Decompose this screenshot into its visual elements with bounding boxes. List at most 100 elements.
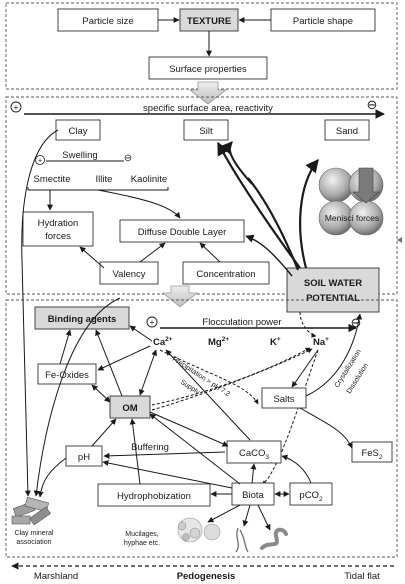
fe-oxides-label: Fe-Oxides (45, 370, 89, 381)
smectite-label: Smectite (34, 174, 71, 185)
clay-mineral-association-line2: association (16, 539, 51, 546)
soil-water-potential-line2: POTENTIAL (306, 293, 360, 304)
calcium-ion: Ca2+ (153, 336, 173, 348)
magnesium-ion: Mg2+ (208, 336, 229, 348)
arrow-caco3-to-ph (103, 451, 226, 459)
caco3-box (226, 440, 282, 464)
arrow-ca-to-fe (97, 345, 151, 371)
soil-water-potential-box (286, 267, 380, 313)
illite-label: Illite (96, 174, 113, 185)
fes2-box (351, 441, 393, 463)
arrow-ca-to-binding (129, 325, 153, 342)
arrow-caco3-to-ca (165, 349, 251, 441)
arrow-biota-to-om (149, 413, 241, 485)
om-box (109, 395, 151, 419)
tidal-flat-label: Tidal flat (344, 571, 380, 582)
buffering-label: Buffering (131, 442, 169, 453)
arrow-biota-to-ph (102, 460, 233, 489)
arrow-om-to-fe (91, 384, 111, 403)
arrow-swp-to-silt (217, 141, 301, 269)
om-label: OM (122, 403, 137, 414)
arrow-swp-to-ddl (245, 234, 293, 277)
ph-label: pH (78, 452, 90, 463)
pedogenesis-label: Pedogenesis (177, 571, 236, 582)
surface-properties-label: Surface properties (169, 64, 247, 75)
hydrophobization-box (97, 483, 211, 507)
arrow-ca-to-om (138, 349, 158, 396)
diffuse-double-layer-box (119, 219, 245, 243)
reactivity-axis-label: specific surface area, reactivity (143, 103, 273, 114)
particle-size-label: Particle size (82, 16, 133, 27)
arrow-swp-to-fork (247, 177, 300, 271)
menisci-illustration (318, 167, 384, 236)
diffuse-double-layer-label: Diffuse Double Layer (138, 227, 227, 238)
mucilages-illustration (177, 517, 221, 543)
flocculation-label: Flocculation power (202, 317, 281, 328)
particle-shape-label: Particle shape (293, 16, 353, 27)
arrow-swp-to-sand (299, 158, 319, 269)
flocculation-minus-sign: ⊖ (351, 315, 362, 330)
salts-box (261, 387, 307, 409)
fe-oxides-box (37, 363, 97, 385)
swelling-plus-sign (35, 155, 45, 165)
arrow-biota-to-mucilages (207, 504, 241, 523)
fes2-label: FeS2 (361, 448, 382, 461)
transition-arrow-1 (188, 81, 228, 105)
mucilages-line2: hyphae etc. (124, 540, 160, 547)
arrow-fork-to-clay (220, 141, 253, 185)
soil-water-potential-line1: SOIL WATER (304, 278, 362, 289)
surface-properties-box (148, 56, 268, 80)
hydrophobization-label: Hydrophobization (117, 491, 191, 502)
binding-section (5, 299, 398, 558)
dashed-swp-to-na-arrow (299, 311, 317, 338)
dashed-precipitation-arrow (159, 349, 259, 405)
surface-minus-sign: ⊖ (367, 97, 378, 112)
surface-plus-sign (10, 101, 22, 113)
arrow-om-to-binding (95, 329, 123, 397)
arrow-hydration-to-association (33, 297, 121, 497)
arrow-minerals-to-ddl (97, 189, 181, 219)
arrow-ph-to-association (37, 457, 67, 498)
valency-box (99, 261, 159, 285)
arrow-salts-to-swp (305, 313, 363, 397)
hydration-forces-line1: Hydration (38, 218, 79, 229)
arrow-salts-to-fes2 (299, 407, 353, 449)
valency-label: Valency (112, 269, 145, 280)
kaolinite-label: Kaolinite (131, 174, 167, 185)
clay-mineral-association-line1: Clay mineral (15, 530, 54, 537)
swelling-plus-text: + (38, 158, 42, 165)
caco3-label: CaCO3 (239, 448, 269, 461)
binding-agents-label: Binding agents (48, 314, 117, 325)
arrow-om-to-caco3 (149, 411, 229, 447)
hydration-forces-line2: forces (45, 231, 71, 242)
ph-box (65, 445, 103, 467)
dashed-supply-arrow (151, 347, 311, 406)
concentration-label: Concentration (196, 269, 255, 280)
side-pointer-icon (397, 237, 402, 243)
salts-label: Salts (273, 394, 294, 405)
marshland-label: Marshland (34, 571, 78, 582)
dashed-om-to-na-arrow (151, 348, 313, 411)
arrow-valency-to-ddl (139, 242, 166, 263)
sand-label: Sand (336, 126, 358, 137)
surface-plus-text: + (14, 102, 19, 112)
silt-label: Silt (199, 126, 213, 137)
clay-mineral-association-illustration (11, 496, 51, 526)
clay-box (55, 119, 101, 141)
pco2-label: pCO2 (299, 490, 323, 503)
earthworm-illustration (260, 527, 288, 550)
arrow-fe-to-binding (59, 329, 72, 365)
sodium-ion: Na+ (313, 336, 329, 348)
clay-label: Clay (68, 126, 87, 137)
sand-box (324, 119, 370, 141)
menisci-forces-label: Menisci forces (325, 213, 379, 223)
hydration-forces-box (22, 211, 94, 247)
swelling-minus-sign: ⊖ (124, 153, 132, 164)
biota-label: Biota (242, 490, 264, 501)
arrow-ph-to-om (91, 418, 117, 447)
clay-minerals-bracket (27, 187, 169, 191)
texture-title: TEXTURE (187, 16, 231, 27)
surface-section (5, 96, 398, 295)
transition-arrow-2 (161, 285, 199, 308)
